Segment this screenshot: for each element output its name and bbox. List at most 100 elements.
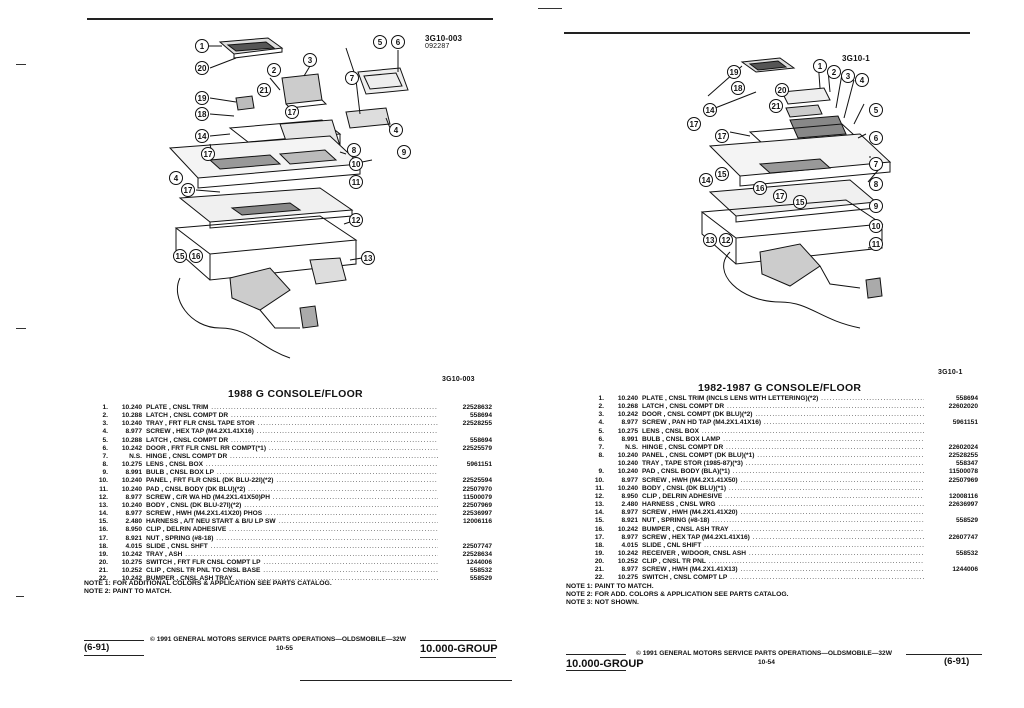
svg-text:15: 15 — [796, 198, 805, 207]
part-number: 11500078 — [924, 468, 978, 477]
svg-text:17: 17 — [776, 192, 785, 201]
callout-2: 2 — [267, 63, 281, 77]
part-number-index: 9. — [102, 469, 109, 477]
part-number: 558532 — [438, 567, 492, 576]
callout-14: 14 — [703, 103, 717, 117]
part-description: HINGE , CNSL COMPT DR — [642, 444, 924, 452]
group-number: 8.977 — [621, 509, 638, 517]
part-description: CLIP , DELRIN ADHESIVE — [642, 493, 924, 501]
part-description: TRAY , TAPE STOR (1985-87)(*3) — [642, 460, 924, 468]
callout-15: 15 — [715, 167, 729, 181]
callout-16: 16 — [189, 249, 203, 263]
part-number: 558694 — [438, 436, 492, 445]
callout-21: 20 — [195, 61, 209, 75]
svg-text:9: 9 — [402, 148, 407, 157]
part-description: CLIP , DELRIN ADHESIVE — [146, 526, 438, 534]
part-description: HINGE , CNSL COMPT DR — [146, 453, 438, 461]
part-number: 22507969 — [924, 476, 978, 485]
part-number-index: 3. — [598, 411, 605, 419]
callout-17: 17 — [687, 117, 701, 131]
callout-17: 17 — [285, 105, 299, 119]
part-description: SCREW , HWH (M4.2X1.41X50) — [642, 477, 924, 485]
svg-text:13: 13 — [364, 254, 373, 263]
part-number: 22602020 — [924, 403, 978, 412]
group-number: N.S. — [625, 443, 638, 451]
copyright: © 1991 GENERAL MOTORS SERVICE PARTS OPER… — [150, 636, 406, 643]
part-number: 11500079 — [438, 493, 492, 502]
part-description: DOOR , FRT FLR CNSL RR COMPT(*1) — [146, 445, 438, 453]
callout-3: 3 — [303, 53, 317, 67]
svg-text:6: 6 — [874, 134, 879, 143]
part-number — [924, 435, 978, 444]
footer-rule — [906, 654, 982, 655]
part-number-index: 8. — [102, 461, 109, 469]
part-description: SCREW , HWH (M4.2X1.41X13) — [642, 566, 924, 574]
footer-rule — [84, 640, 144, 641]
exploded-view-diagram: 19 18 1 2 3 4 20 21 14 17 17 5 6 7 8 9 1… — [687, 57, 892, 329]
part-description: BUMPER , CNSL ASH TRAY — [146, 575, 438, 583]
callout-14: 14 — [195, 129, 209, 143]
part-number-index: 4. — [102, 428, 109, 436]
page-number: 10-55 — [276, 645, 293, 652]
group-number: 10.252 — [121, 567, 142, 575]
svg-text:21: 21 — [260, 86, 269, 95]
group-number: 8.977 — [621, 419, 638, 427]
svg-text:3: 3 — [846, 72, 851, 81]
part-number: 22607747 — [924, 533, 978, 542]
group-number: 10.240 — [121, 485, 142, 493]
svg-text:10: 10 — [872, 222, 881, 231]
callout-4: 4 — [855, 73, 869, 87]
group-number: 8.977 — [621, 476, 638, 484]
note-3: NOTE 3: NOT SHOWN. — [566, 599, 639, 606]
svg-text:16: 16 — [192, 252, 201, 261]
part-number: 22528634 — [438, 550, 492, 559]
group-number: 8.977 — [125, 493, 142, 501]
group-number: 8.991 — [125, 469, 142, 477]
part-number-index: 18. — [594, 541, 604, 549]
part-number-index: 20. — [594, 558, 604, 566]
svg-text:8: 8 — [874, 180, 879, 189]
part-number: 22507747 — [438, 542, 492, 551]
group-number: 10.288 — [121, 412, 142, 420]
part-description: TRAY , ASH — [146, 551, 438, 559]
group-number: 10.275 — [121, 558, 142, 566]
part-description: NUT , SPRING (#8-18) — [146, 535, 438, 543]
part-number-index: 7. — [102, 452, 109, 460]
part-number-index: 21. — [98, 567, 108, 575]
note-2: NOTE 2: PAINT TO MATCH. — [84, 588, 172, 595]
svg-text:20: 20 — [198, 64, 207, 73]
group-number: 8.921 — [621, 517, 638, 525]
group-number: 10.240 — [617, 468, 638, 476]
callout-15b: 15 — [793, 195, 807, 209]
callout-19: 18 — [195, 107, 209, 121]
part-number: 22528632 — [438, 404, 492, 413]
group-number: 10.240 — [121, 501, 142, 509]
part-number-index: 13. — [98, 501, 108, 509]
part-number: 12008116 — [924, 492, 978, 502]
part-number-index: 11. — [595, 484, 604, 492]
group-number: 10.240 — [617, 460, 638, 468]
group-number: 10.252 — [617, 558, 638, 566]
part-number — [924, 525, 978, 534]
callout-5: 5 — [869, 103, 883, 117]
callout-9: 9 — [397, 145, 411, 159]
group-number: 10.240 — [617, 395, 638, 402]
part-number: 22507970 — [438, 485, 492, 494]
callout-20: 19 — [727, 65, 741, 79]
callout-5: 5 — [373, 35, 387, 49]
part-number — [438, 452, 492, 462]
figure-id-lower: 3G10-1 — [938, 369, 963, 376]
part-number — [438, 469, 492, 478]
part-number-index: 15. — [594, 517, 604, 525]
svg-text:17: 17 — [288, 108, 297, 117]
